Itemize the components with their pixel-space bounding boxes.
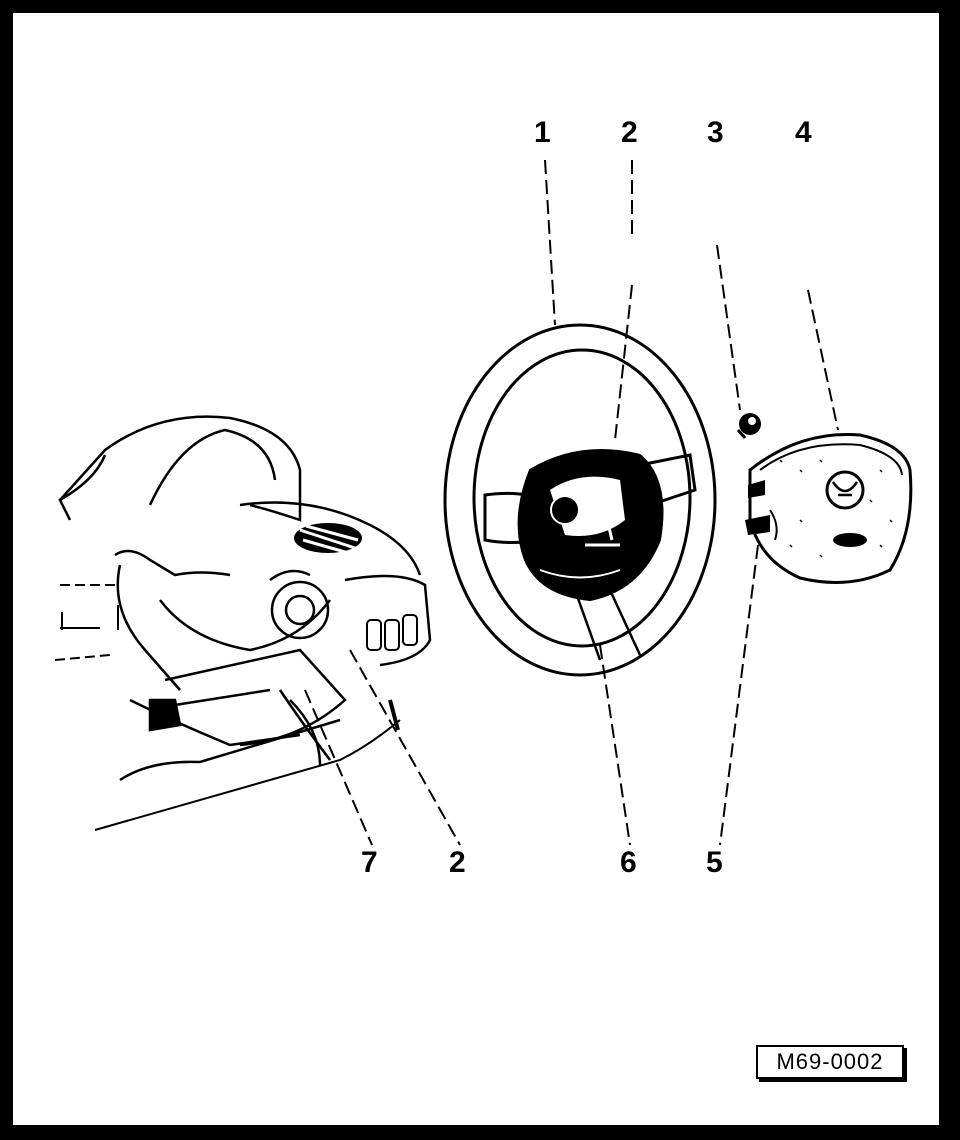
callout-7: 7 [361, 846, 378, 879]
leader-lines [304, 159, 839, 846]
dashboard-steering-column [54, 415, 432, 831]
callout-6: 6 [620, 846, 637, 879]
steering-wheel [443, 323, 717, 677]
callout-5: 5 [706, 846, 723, 879]
retaining-bolt-icon [736, 413, 761, 439]
callout-3: 3 [707, 116, 724, 149]
callout-2-bottom: 2 [449, 846, 466, 879]
callout-1: 1 [534, 116, 551, 149]
figure-reference-code: M69-0002 [756, 1045, 904, 1079]
airbag-unit [745, 432, 913, 584]
brand-emblem-icon [825, 470, 865, 510]
figure-reference-text: M69-0002 [776, 1049, 884, 1074]
callout-4: 4 [795, 116, 812, 149]
callout-labels: 1 2 3 4 7 2 6 5 [361, 116, 812, 879]
dash-vent-icon [294, 523, 362, 556]
callout-2-top: 2 [621, 116, 638, 149]
dash-switch-cluster-icon [366, 614, 418, 651]
